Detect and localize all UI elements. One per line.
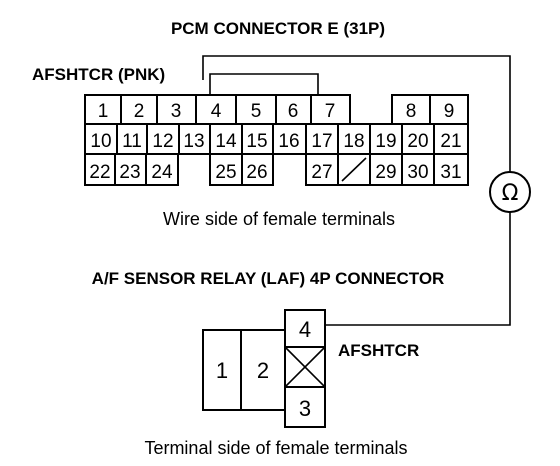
laf-connector-title: A/F SENSOR RELAY (LAF) 4P CONNECTOR: [92, 269, 445, 288]
laf-terminal-cell: [202, 329, 242, 411]
ohmmeter: Ω: [489, 171, 531, 213]
pcm-terminal-number: 12: [152, 131, 173, 152]
pcm-terminal-number: 24: [151, 162, 173, 183]
pcm-terminal-number: 6: [288, 101, 299, 122]
pcm-terminal-number: 29: [375, 162, 396, 183]
pcm-terminal-number: 21: [440, 131, 461, 152]
laf-terminal-cell: [284, 386, 326, 428]
pcm-terminal-number: 1: [98, 101, 109, 122]
pcm-terminal-number: 7: [325, 101, 336, 122]
pcm-terminal-number: 8: [406, 101, 417, 122]
pcm-terminal-number: 13: [183, 131, 204, 152]
pcm-terminal-number: 4: [211, 101, 222, 122]
laf-connector: 1 2 4 3: [202, 309, 326, 428]
pcm-terminal-number: 16: [278, 131, 299, 152]
pcm-terminal-number: 30: [407, 162, 428, 183]
pcm-terminal-cell: [369, 153, 403, 186]
pcm-terminal-number: 17: [311, 131, 332, 152]
pcm-terminal-number: 22: [89, 162, 110, 183]
pcm-terminal-cell: [272, 123, 307, 155]
pcm-terminal-number: 20: [407, 131, 428, 152]
pcm-caption: Wire side of female terminals: [163, 209, 395, 229]
pcm-terminal-number: 25: [215, 162, 236, 183]
test-lead-pcm: [202, 55, 511, 172]
pcm-terminal-number: 10: [90, 131, 111, 152]
pcm-terminal-number: 27: [311, 162, 332, 183]
pcm-wire-label: AFSHTCR (PNK): [32, 65, 165, 84]
laf-caption: Terminal side of female terminals: [144, 438, 407, 458]
pcm-terminal-cell: [433, 123, 469, 155]
pcm-terminal-number: 23: [119, 162, 140, 183]
ohmmeter-circle: [489, 171, 531, 213]
pcm-row-2: 10 11 12 13 14 15 16 17 18 19 20 21: [84, 123, 469, 155]
pcm-terminal-number: 18: [343, 131, 364, 152]
pcm-row-3: 22 23 24 25 26 27 29 30 31: [84, 153, 469, 186]
pcm-terminal-cell: [310, 94, 351, 125]
blank-terminal-slash: [341, 157, 367, 182]
pcm-terminal-number: 11: [122, 131, 142, 152]
laf-wire-label: AFSHTCR: [338, 341, 419, 360]
pcm-terminal-number: 31: [440, 162, 461, 183]
pcm-terminal-number: 14: [215, 131, 237, 152]
pcm-connector-title: PCM CONNECTOR E (31P): [171, 19, 385, 38]
blank-terminal-cross-b: [284, 346, 326, 388]
pcm-terminal-cell: [429, 94, 469, 125]
pcm-terminal-cell: [84, 153, 116, 186]
pcm-terminal-number: 2: [134, 101, 145, 122]
pcm-terminal-number: 3: [171, 101, 182, 122]
pcm-terminal-cell: [145, 153, 179, 186]
pcm-terminal-number: 15: [246, 131, 267, 152]
pcm-terminal-cell: [114, 153, 147, 186]
laf-terminal-number: 1: [216, 358, 228, 383]
laf-terminal-cell: [240, 329, 286, 411]
pcm-terminal-cell: [433, 153, 469, 186]
pcm-terminal-number: 26: [246, 162, 267, 183]
pcm-terminal-cell: [235, 94, 277, 125]
pcm-terminal-cell: [156, 94, 197, 125]
pcm-terminal-number: 19: [375, 131, 396, 152]
pcm-row-1: 1 2 3 4 5 6 7 8 9: [84, 94, 469, 125]
pcm-terminal-number: 9: [444, 101, 455, 122]
pcm-terminal-cell: [241, 153, 274, 186]
laf-terminal-number: 3: [299, 396, 311, 421]
pcm-terminal-cell: [401, 153, 435, 186]
laf-terminal-number: 4: [299, 317, 311, 342]
connector-lock-tab: [209, 73, 319, 95]
ohm-icon: Ω: [502, 181, 519, 206]
test-lead-laf: [324, 212, 511, 326]
pcm-terminal-number: 5: [251, 101, 262, 122]
laf-terminal-number: 2: [257, 358, 269, 383]
